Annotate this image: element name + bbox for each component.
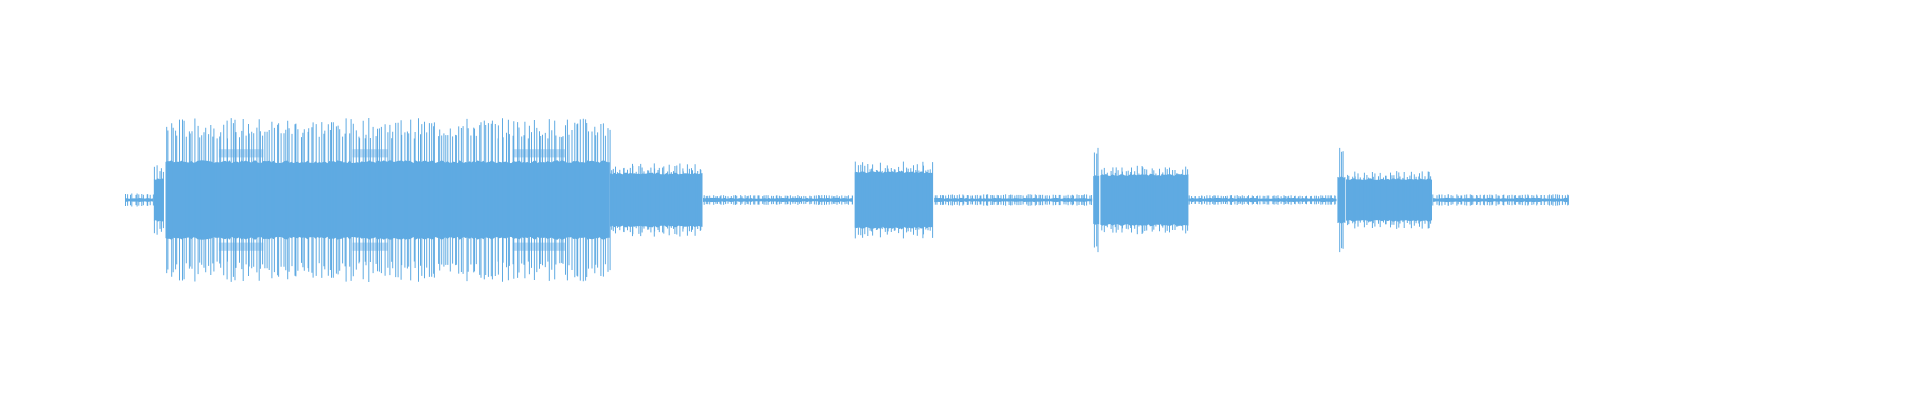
waveform-highlight-band [218, 149, 264, 158]
waveform-segment-5 [854, 171, 933, 229]
waveform-segment-1 [153, 178, 164, 222]
waveform-segment-11 [1346, 178, 1432, 222]
waveform-highlight-band [218, 242, 264, 251]
